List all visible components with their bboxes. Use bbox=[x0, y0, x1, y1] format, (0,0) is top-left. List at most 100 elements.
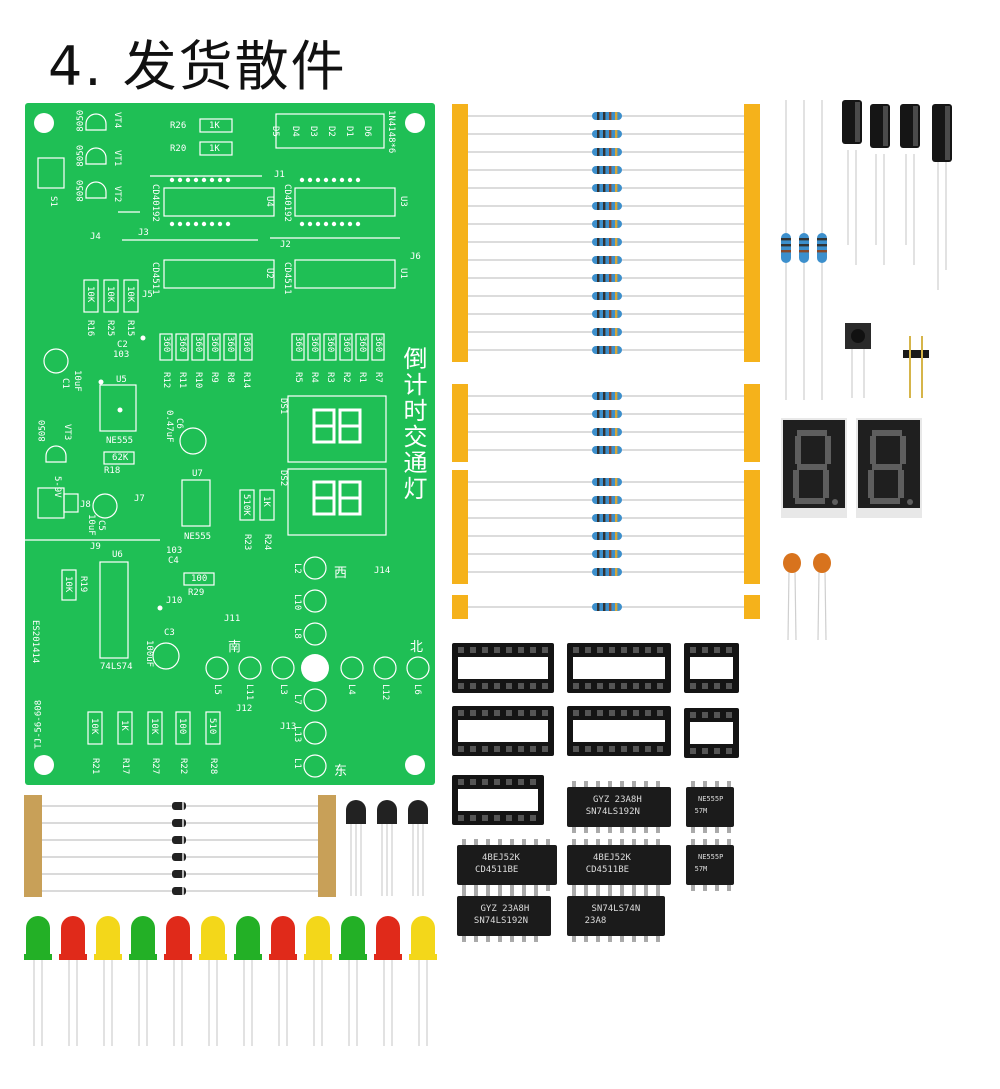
socket-pin bbox=[609, 710, 615, 716]
resistor-band bbox=[597, 496, 600, 504]
switch-ref: S1 bbox=[48, 196, 58, 207]
resistor-band bbox=[597, 603, 600, 611]
transistor bbox=[377, 800, 397, 824]
led bbox=[131, 916, 155, 958]
tape-resistor bbox=[592, 410, 622, 418]
resistor-ref: R1 bbox=[357, 372, 367, 383]
resistor-band bbox=[615, 328, 618, 336]
display-ref: DS1 bbox=[278, 398, 288, 415]
ic-pin bbox=[727, 827, 731, 833]
socket-pin bbox=[726, 748, 732, 754]
ic-pin bbox=[620, 885, 624, 891]
ic-pin bbox=[572, 885, 576, 891]
resistor-value: 360 bbox=[373, 336, 383, 353]
resistor-band bbox=[597, 130, 600, 138]
socket-pin bbox=[726, 712, 732, 718]
socket-pin bbox=[621, 647, 627, 653]
socket-pin bbox=[470, 710, 476, 716]
ic-pin bbox=[644, 890, 648, 896]
jumper-label: J10 bbox=[166, 596, 183, 606]
segment bbox=[872, 430, 902, 436]
led bbox=[166, 916, 190, 958]
socket-pin bbox=[470, 815, 476, 821]
ic-pin bbox=[691, 885, 695, 891]
tape-resistor bbox=[592, 392, 622, 400]
socket-pin bbox=[482, 710, 488, 716]
resistor-band bbox=[603, 184, 606, 192]
resistor-band bbox=[781, 250, 791, 253]
segment bbox=[868, 470, 874, 498]
jumper-label: J12 bbox=[236, 704, 253, 714]
socket-pin bbox=[470, 647, 476, 653]
resistor-ref: R3 bbox=[325, 372, 335, 383]
ic-pin bbox=[620, 890, 624, 896]
resistor-band bbox=[597, 112, 600, 120]
direction-north: 北 bbox=[410, 640, 424, 655]
ic-label: 74LS74 bbox=[100, 662, 133, 672]
ic-marking: NE555P bbox=[698, 853, 724, 861]
ic-pin bbox=[691, 827, 695, 833]
socket-pin bbox=[702, 683, 708, 689]
ic-pin bbox=[620, 839, 624, 845]
resistor-band bbox=[615, 410, 618, 418]
tape-strip-right bbox=[318, 795, 336, 897]
resistor-band bbox=[609, 238, 612, 246]
resistor-ref: R27 bbox=[150, 758, 160, 775]
resistor-band bbox=[603, 310, 606, 318]
resistor-band bbox=[609, 166, 612, 174]
tape-resistor bbox=[592, 603, 622, 611]
ic-pin bbox=[632, 827, 636, 833]
socket-pin bbox=[518, 710, 524, 716]
ic-pin bbox=[715, 839, 719, 845]
jumper-label: J4 bbox=[90, 232, 101, 242]
ic-pin bbox=[474, 890, 478, 896]
resistor-band bbox=[597, 568, 600, 576]
led-ref: L13 bbox=[292, 726, 302, 743]
jumper-label: J1 bbox=[274, 170, 285, 180]
led-ref: L4 bbox=[346, 684, 356, 695]
ic-label: NE555 bbox=[106, 436, 134, 446]
resistor-ref: R28 bbox=[208, 758, 218, 775]
socket-pin bbox=[633, 683, 639, 689]
resistor-value: 360 bbox=[177, 336, 187, 353]
ic-pin bbox=[608, 890, 612, 896]
resistor-band bbox=[609, 184, 612, 192]
tape-strip-left bbox=[452, 470, 468, 584]
ic-chip bbox=[457, 896, 551, 936]
led-flange bbox=[409, 954, 437, 960]
ic-pin bbox=[584, 781, 588, 787]
ic-pin bbox=[608, 781, 612, 787]
resistor-value: 100 bbox=[191, 574, 208, 584]
tape-resistor bbox=[592, 514, 622, 522]
resistor-band bbox=[609, 274, 612, 282]
resistor-band bbox=[603, 568, 606, 576]
diode-ref: D4 bbox=[290, 126, 300, 137]
cap-value: 100uF bbox=[144, 640, 154, 668]
ic-pin bbox=[632, 839, 636, 845]
resistor-value: 360 bbox=[241, 336, 251, 353]
ic-label: CD40192 bbox=[282, 184, 292, 222]
diode-band bbox=[182, 836, 184, 844]
ic-ref: U5 bbox=[116, 375, 127, 385]
socket-pin bbox=[585, 683, 591, 689]
led-flange bbox=[164, 954, 192, 960]
pin-header bbox=[903, 350, 929, 358]
resistor-band bbox=[603, 392, 606, 400]
socket-pin bbox=[609, 683, 615, 689]
socket-pin bbox=[482, 779, 488, 785]
segment-dot bbox=[907, 499, 913, 505]
resistor-ref: R14 bbox=[241, 372, 251, 389]
resistor-band bbox=[609, 496, 612, 504]
socket-pin bbox=[530, 815, 536, 821]
led-flange bbox=[234, 954, 262, 960]
ic-pin bbox=[608, 839, 612, 845]
led-flange bbox=[269, 954, 297, 960]
jumper-label: J14 bbox=[374, 566, 391, 576]
resistor-band bbox=[603, 514, 606, 522]
socket-pin bbox=[458, 779, 464, 785]
socket-pin bbox=[585, 647, 591, 653]
socket-pin bbox=[657, 746, 663, 752]
resistor-band bbox=[615, 478, 618, 486]
socket-pin bbox=[470, 779, 476, 785]
